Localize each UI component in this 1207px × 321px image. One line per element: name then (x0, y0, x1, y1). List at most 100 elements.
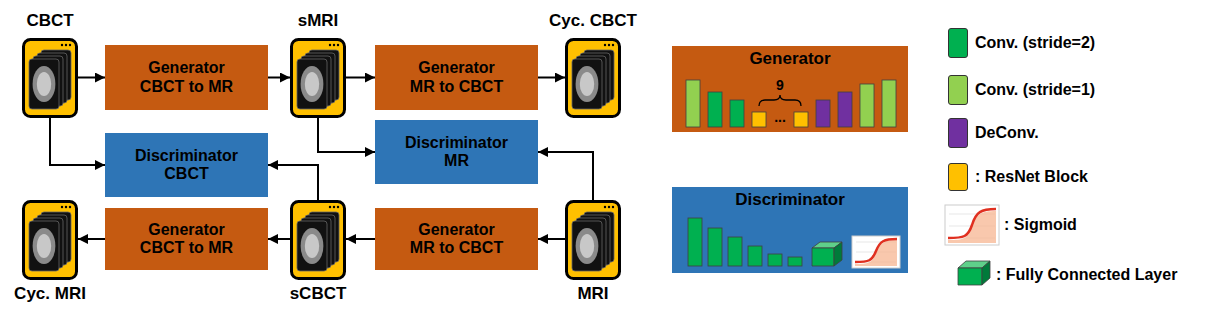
icon-frame (24, 202, 77, 279)
scan-detail (580, 72, 594, 96)
film-dot (61, 206, 63, 208)
scan-outline (33, 228, 56, 264)
film-dot (69, 44, 71, 46)
sigmoid-icon-ground (852, 236, 900, 268)
image-stack-node: sCBCT (290, 200, 346, 280)
scan-detail (305, 234, 319, 258)
conv-stride2-bar (730, 100, 744, 127)
film-dot (65, 206, 67, 208)
connector-arrow (538, 238, 565, 240)
image-stack-node: MRI (565, 200, 621, 280)
image-slice (572, 59, 602, 109)
generator-box: Generator CBCT to MR (105, 208, 268, 270)
image-stack-node: sMRI (290, 38, 346, 118)
generator-box: Generator CBCT to MR (105, 45, 268, 110)
connector-arrow (268, 165, 318, 200)
ellipsis-mark: ... (774, 110, 786, 124)
conv-stride2-bar (728, 237, 742, 266)
fc-layer-side (834, 242, 842, 266)
image-stack-icon (22, 200, 78, 280)
film-dot (329, 44, 331, 46)
image-stack-node: Cyc. CBCT (565, 38, 621, 118)
callout-number: 9 (776, 78, 784, 92)
image-slice (29, 221, 59, 271)
legend-label: : Sigmoid (1004, 216, 1077, 234)
icon-frame (292, 40, 345, 117)
discriminator-layers (688, 218, 842, 266)
legend-fc-icon (958, 261, 990, 285)
conv-stride1-bar (686, 80, 700, 127)
sigmoid-icon-ground (945, 205, 999, 245)
image-stack-icon (290, 38, 346, 118)
icon-frame (292, 202, 345, 279)
icon-frame (24, 40, 77, 117)
scan-outline (576, 66, 599, 102)
legend-label: : Fully Connected Layer (996, 266, 1177, 284)
connector-arrow (50, 118, 105, 165)
image-stack-icon (565, 38, 621, 118)
conv-stride1-bar (882, 80, 896, 127)
generator-layers (686, 80, 896, 127)
image-stack-node: CBCT (22, 38, 78, 118)
scan-outline (576, 228, 599, 264)
legend-label: DeConv. (975, 124, 1039, 142)
image-stack-icon (290, 200, 346, 280)
film-dot (337, 44, 339, 46)
conv-stride2-bar (788, 257, 802, 266)
scan-detail (37, 72, 51, 96)
scan-detail (37, 234, 51, 258)
scan-outline (33, 66, 56, 102)
legend-label: Conv. (stride=2) (975, 34, 1095, 52)
generator-panel-fill (672, 46, 908, 132)
legend-swatch (948, 163, 968, 191)
image-slice (29, 59, 59, 109)
film-dot (329, 206, 331, 208)
resnet-block-bar (794, 112, 808, 127)
node-label: Generator MR to CBCT (397, 59, 517, 96)
image-slice (572, 221, 602, 271)
conv-stride2-bar (708, 228, 722, 266)
image-slice (297, 221, 327, 271)
node-label: MRI (577, 284, 608, 304)
image-slice (297, 59, 327, 109)
sigmoid-curve (948, 209, 996, 238)
film-dot (65, 44, 67, 46)
resnet-block-bar (752, 112, 766, 127)
scan-outline (301, 228, 324, 264)
image-stack-icon (22, 38, 78, 118)
deconv-bar (838, 92, 852, 127)
node-label: Generator (749, 49, 830, 69)
connector-arrow (318, 118, 375, 152)
generator-box: Generator MR to CBCT (375, 45, 538, 110)
node-label: Generator CBCT to MR (127, 59, 247, 96)
film-dot (337, 206, 339, 208)
film-dot (333, 206, 335, 208)
film-dot (69, 206, 71, 208)
fc-layer-side (982, 261, 990, 285)
connector-arrow (268, 77, 290, 79)
sigmoid-surface (855, 240, 897, 266)
connector-arrow (346, 238, 375, 240)
sigmoid-icon (852, 236, 900, 268)
node-label: sCBCT (290, 284, 347, 304)
fc-layer-front (958, 268, 982, 285)
connector-arrow (538, 152, 593, 200)
connector-arrow (346, 77, 375, 79)
sigmoid-curve (855, 239, 897, 262)
image-stack-node: Cyc. MRI (22, 200, 78, 280)
film-dot (612, 206, 614, 208)
discriminator-panel-fill (672, 187, 908, 273)
discriminator-box: Discriminator CBCT (105, 133, 268, 197)
legend-label: : ResNet Block (975, 168, 1088, 186)
film-dot (604, 44, 606, 46)
discriminator-box: Discriminator MR (375, 120, 538, 184)
film-dot (612, 44, 614, 46)
icon-frame (567, 202, 620, 279)
legend-label: Conv. (stride=1) (975, 81, 1095, 99)
legend-swatch (948, 118, 968, 148)
legend-sigmoid-icon (945, 205, 999, 245)
film-dot (608, 206, 610, 208)
connector-arrow (268, 238, 290, 240)
conv-stride2-bar (688, 218, 702, 266)
